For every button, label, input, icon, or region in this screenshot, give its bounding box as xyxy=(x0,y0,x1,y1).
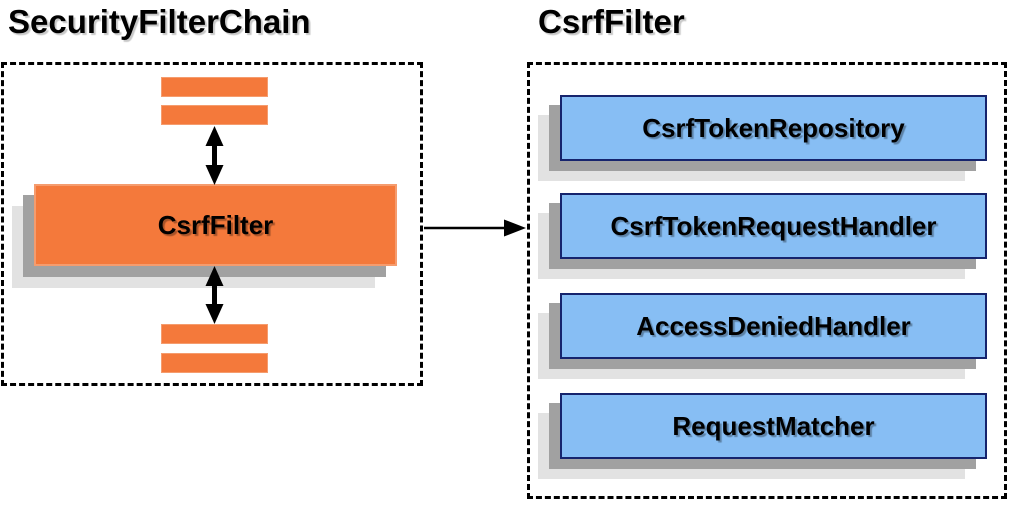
filter-placeholder-bar xyxy=(161,353,268,373)
csrf-filter-to-detail-arrow xyxy=(424,219,526,237)
filter-placeholder-bar xyxy=(161,105,268,125)
component-box-label: CsrfTokenRequestHandler xyxy=(610,210,937,241)
filter-placeholder-bar xyxy=(161,324,268,344)
csrf-filter-box-label: CsrfFilter xyxy=(157,209,274,240)
component-box-label: AccessDeniedHandler xyxy=(636,310,911,341)
component-box-csrf-token-repository: CsrfTokenRepository xyxy=(560,95,987,161)
csrf-filter-box: CsrfFilter xyxy=(34,184,397,266)
component-box-request-matcher: RequestMatcher xyxy=(560,393,987,459)
component-box-label: CsrfTokenRepository xyxy=(642,112,905,143)
csrf-filter-boundary xyxy=(527,62,1007,499)
security-filter-chain-boundary xyxy=(1,62,423,386)
component-box-csrf-token-request-handler: CsrfTokenRequestHandler xyxy=(560,193,987,259)
security-filter-chain-title: SecurityFilterChain xyxy=(8,3,311,40)
component-box-label: RequestMatcher xyxy=(672,410,875,441)
csrf-filter-title: CsrfFilter xyxy=(538,3,685,40)
filter-placeholder-bar xyxy=(161,77,268,97)
component-box-access-denied-handler: AccessDeniedHandler xyxy=(560,293,987,359)
